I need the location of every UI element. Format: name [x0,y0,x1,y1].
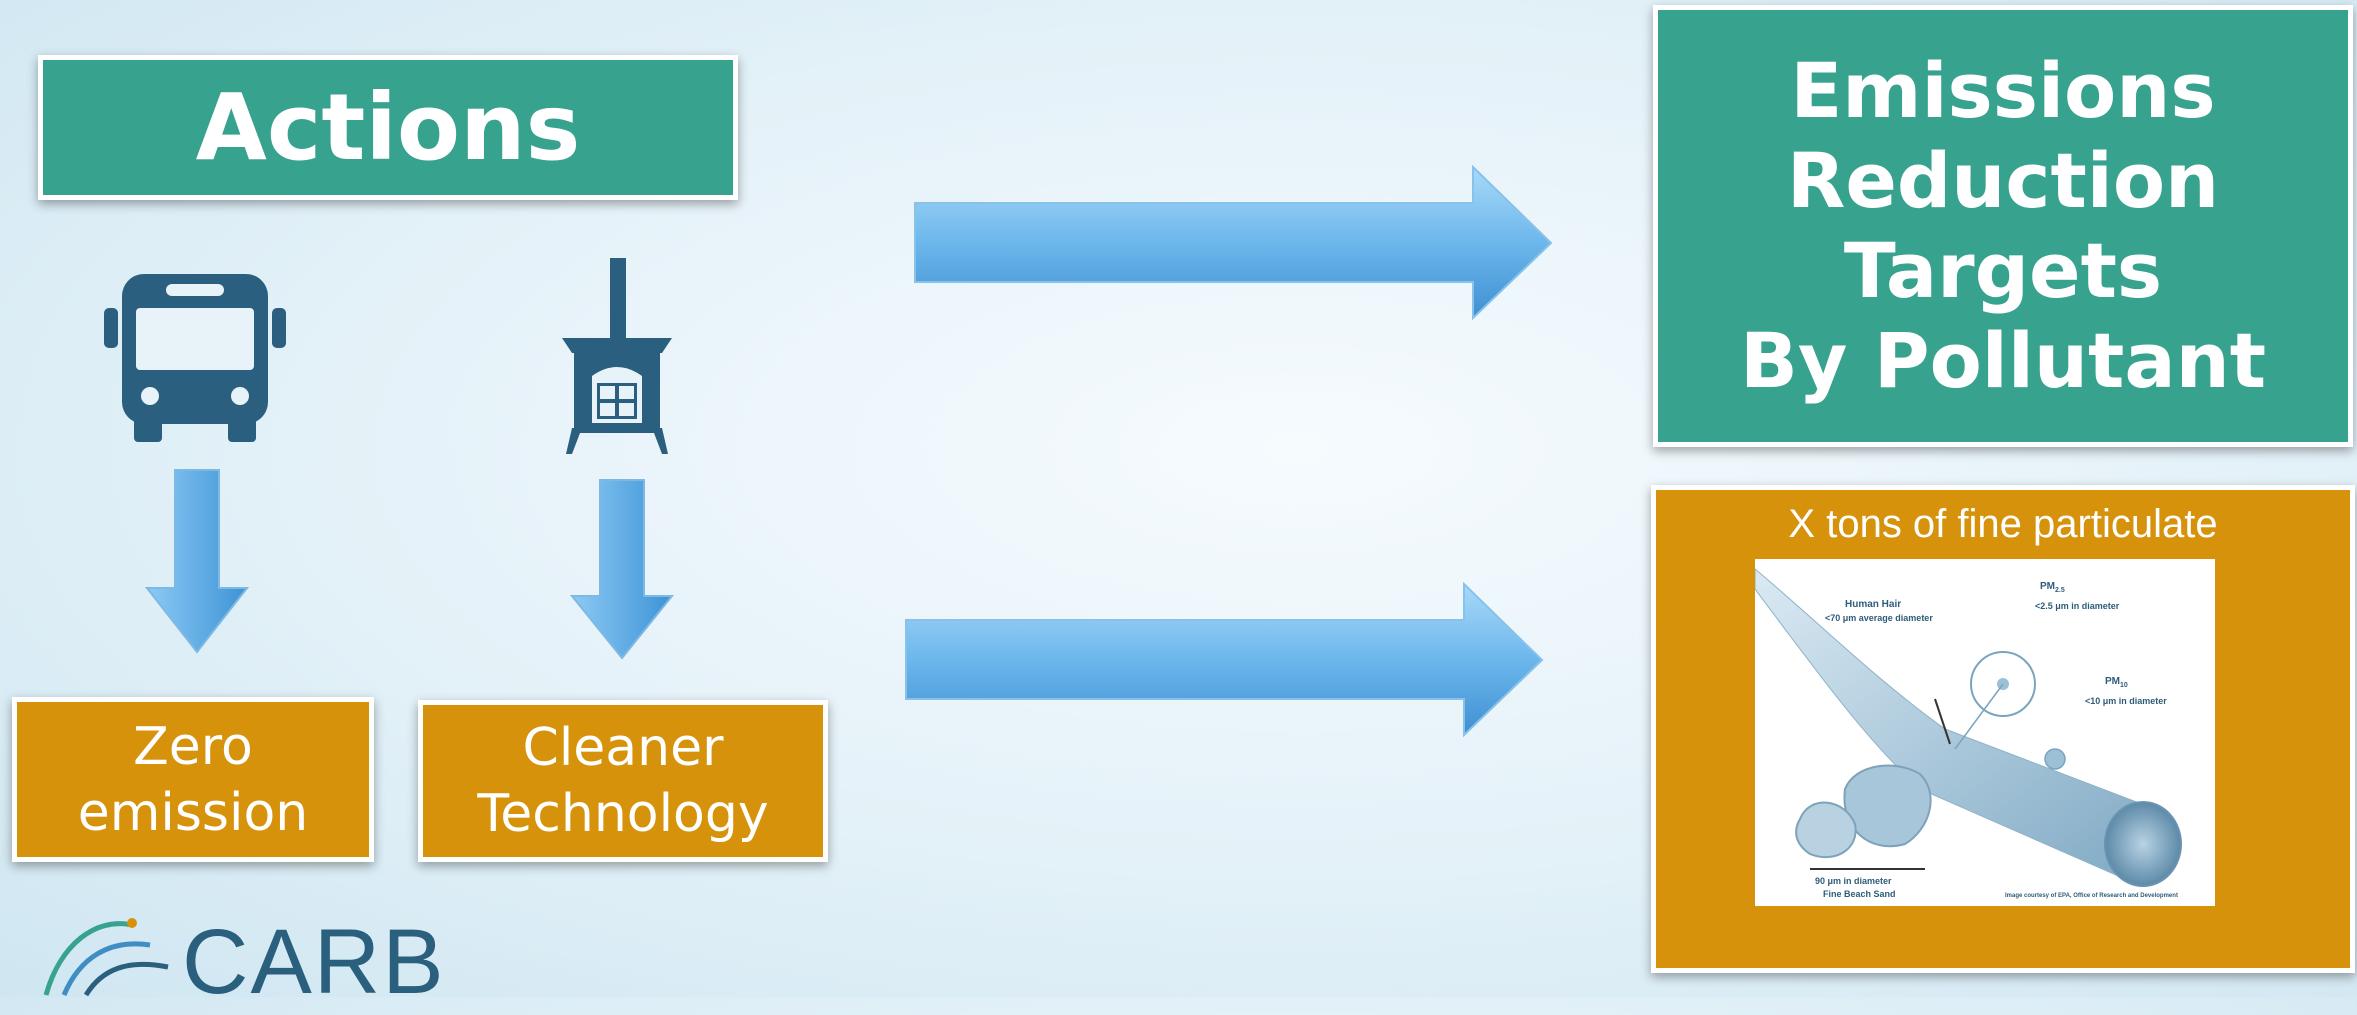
down-arrow-left [145,469,249,654]
hair-label: Human Hair [1845,599,1901,610]
targets-line-4: By Pollutant [1739,316,2267,405]
pm25-size-label: <2.5 μm in diameter [2035,601,2120,611]
emissions-targets-box: Emissions Reduction Targets By Pollutant [1653,5,2353,447]
pm25-label-sub: 2.5 [2055,587,2065,594]
bus-icon [104,274,286,442]
targets-line-1: Emissions [1790,46,2216,135]
sand-label: Fine Beach Sand [1823,889,1896,899]
zero-line-2: emission [77,782,309,843]
pm10-label: PM10 [2105,676,2128,689]
particle-size-illustration: Human Hair <70 μm average diameter PM2.5… [1754,559,2215,906]
down-arrow-right [570,479,674,660]
zero-emission-box: Zero emission [12,697,374,862]
targets-line-3: Targets [1843,226,2163,315]
hair-size-label: <70 μm average diameter [1825,613,1933,623]
carb-logo-icon [43,918,169,997]
particulate-panel: X tons of fine particulate [1651,485,2355,973]
particle-size-drawing: Human Hair <70 μm average diameter PM2.5… [1754,567,2182,899]
zero-line-1: Zero [133,716,253,777]
pm25-label-main: PM [2040,581,2055,592]
sand-size-label: 90 μm in diameter [1815,876,1892,886]
carb-logo-text: CARB [182,911,446,1013]
particulate-caption: X tons of fine particulate [1788,502,2218,546]
cleaner-line-1: Cleaner [522,718,724,778]
right-arrow-bottom [905,582,1544,737]
pm25-label: PM2.5 [2040,581,2065,594]
cleaner-line-2: Technology [477,784,769,844]
pm10-label-main: PM [2105,676,2120,687]
image-credit: Image courtesy of EPA, Office of Researc… [2005,893,2178,899]
pm10-size-label: <10 μm in diameter [2085,696,2167,706]
right-arrow-top [914,165,1553,320]
wood-stove-icon [562,258,672,454]
actions-title-text: Actions [195,74,581,181]
pm10-label-sub: 10 [2120,682,2128,689]
actions-title: Actions [38,55,738,200]
targets-line-2: Reduction [1786,136,2220,225]
cleaner-technology-box: Cleaner Technology [418,700,828,862]
